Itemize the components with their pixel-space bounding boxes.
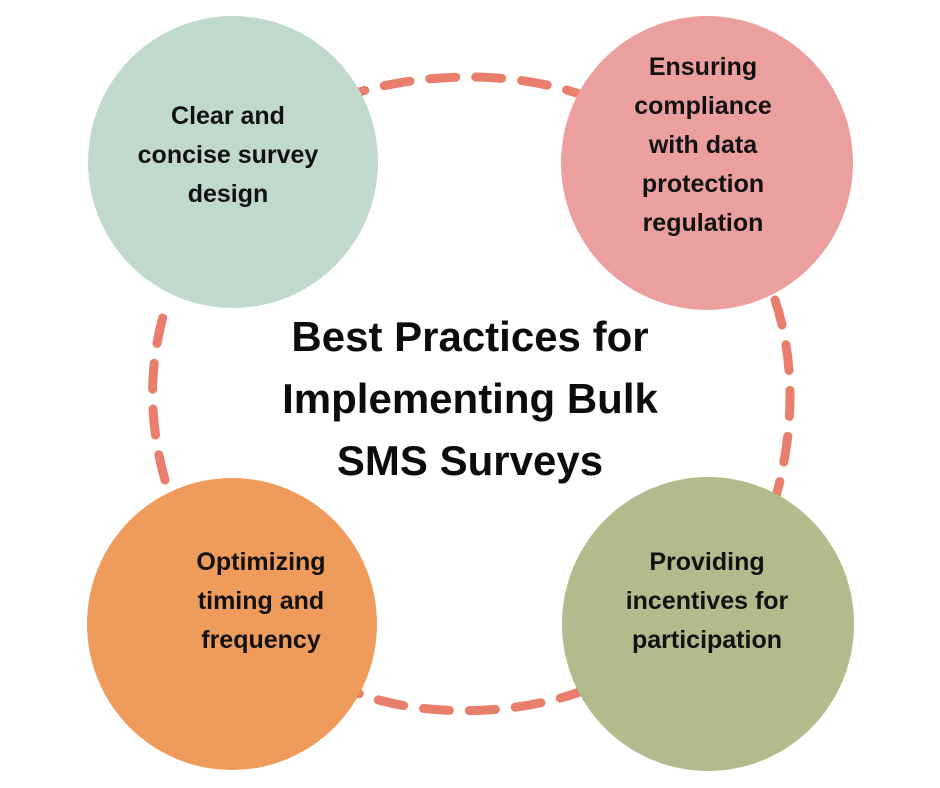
- node-incentives: Providing incentives for participation: [562, 477, 854, 771]
- node-label: Ensuring compliance with data protection…: [634, 53, 772, 237]
- node-timing-frequency: Optimizing timing and frequency: [87, 478, 377, 770]
- node-data-protection-compliance: Ensuring compliance with data protection…: [561, 16, 853, 310]
- node-label: Providing incentives for participation: [625, 548, 789, 654]
- node-clear-concise-design: Clear and concise survey design: [88, 16, 378, 308]
- node-label: Clear and concise survey design: [137, 101, 319, 208]
- node-label: Optimizing timing and frequency: [196, 548, 326, 654]
- diagram-title: Best Practices for Implementing Bulk SMS…: [282, 313, 658, 484]
